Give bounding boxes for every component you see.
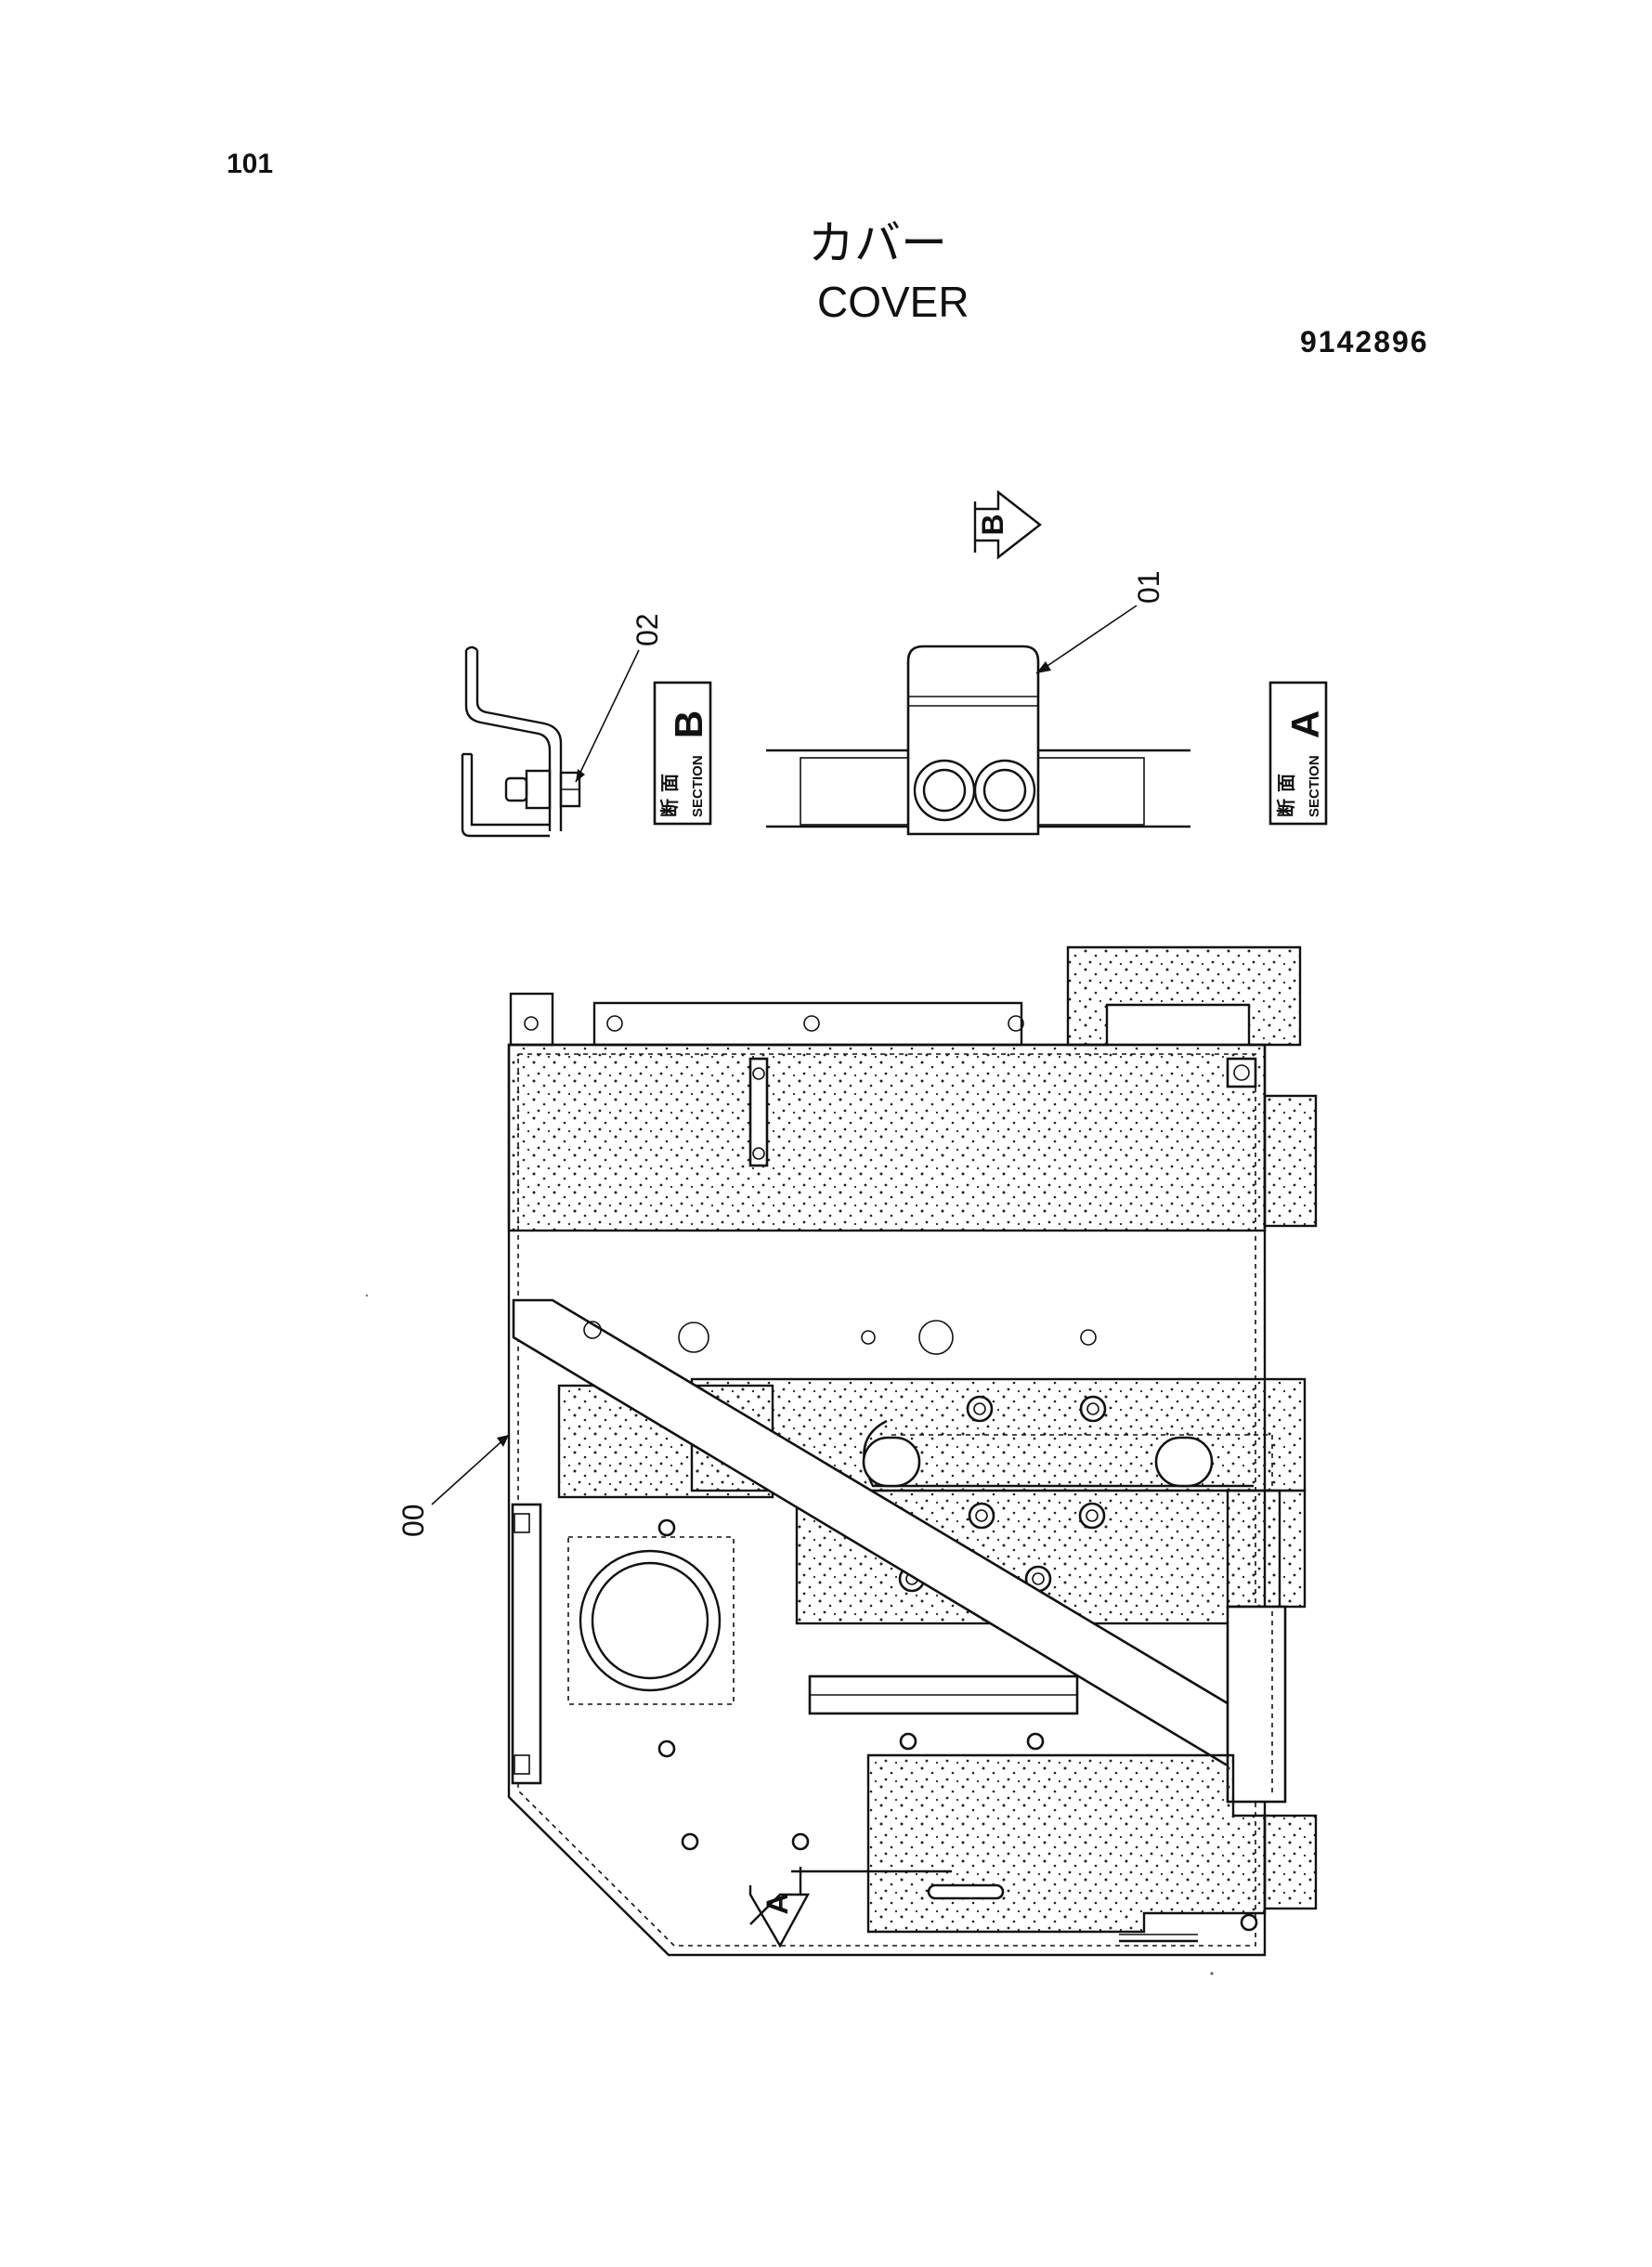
page-number: 101 xyxy=(227,149,274,179)
view-arrow-b-letter: B xyxy=(976,514,1009,535)
section-b-en: SECTION xyxy=(690,755,706,817)
title-english: COVER xyxy=(817,278,969,326)
part-number: 9142896 xyxy=(1300,325,1429,358)
main-cover-plan-view: 00 xyxy=(397,945,1318,1957)
section-a-detail: 01 xyxy=(766,570,1190,836)
callout-02: 02 xyxy=(631,613,664,646)
title-japanese: カバー xyxy=(808,216,947,270)
section-a-en: SECTION xyxy=(1307,755,1322,817)
section-a-letter: A xyxy=(1283,710,1327,738)
hex-nuts xyxy=(657,1395,1258,1932)
section-b-label: B 断 面 SECTION xyxy=(653,681,712,826)
section-a-label: A 断 面 SECTION xyxy=(1268,681,1328,826)
section-a-jp: 断 面 xyxy=(1275,774,1297,817)
view-arrow-a-letter: A xyxy=(761,1893,794,1914)
section-b-jp: 断 面 xyxy=(658,774,681,817)
section-b-letter: B xyxy=(667,710,710,738)
callout-00: 00 xyxy=(397,1504,430,1537)
section-b-detail: 02 xyxy=(461,613,664,838)
callout-01: 01 xyxy=(1132,570,1165,604)
view-arrow-b: B xyxy=(973,489,1042,560)
view-arrow-a: A xyxy=(748,1867,952,1948)
